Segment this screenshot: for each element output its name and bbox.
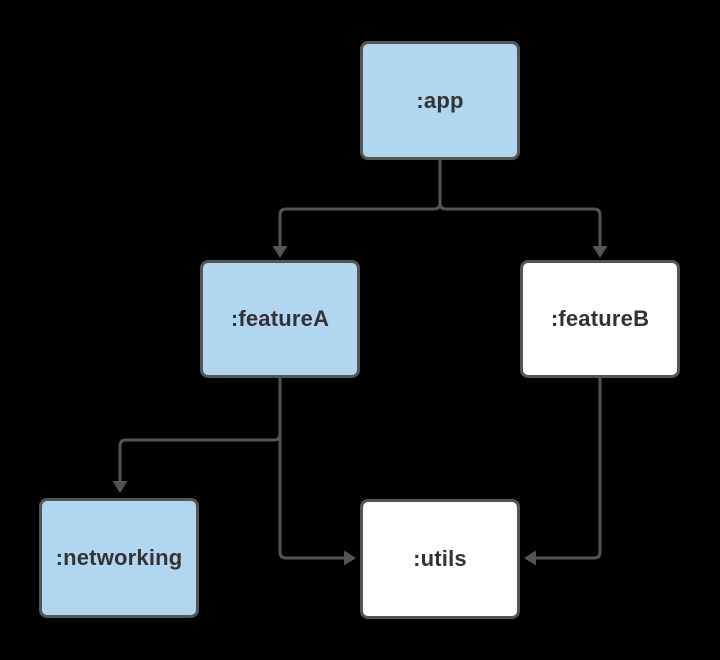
arrowhead-left-icon [524,550,536,566]
node-featureA-label: :featureA [230,306,330,331]
node-utils-label: :utils [413,546,467,571]
arrowhead-down-icon [592,246,608,258]
node-featureB-label: :featureB [550,306,650,331]
node-networking-label: :networking [55,545,183,570]
node-utils: :utils [360,499,520,619]
edge-featureA-to-networking [112,378,282,493]
node-featureA: :featureA [200,260,360,378]
arrowhead-right-icon [344,550,356,566]
edge-app-to-featureB [438,160,608,258]
arrowhead-down-icon [112,481,128,493]
node-featureB: :featureB [520,260,680,378]
edge-app-to-featureA [272,160,442,258]
arrowhead-down-icon [272,246,288,258]
node-app-label: :app [416,87,464,113]
edge-featureB-to-utils [524,378,602,566]
node-app: :app [360,41,520,160]
edge-featureA-to-utils [278,378,356,566]
node-networking: :networking [39,498,199,618]
